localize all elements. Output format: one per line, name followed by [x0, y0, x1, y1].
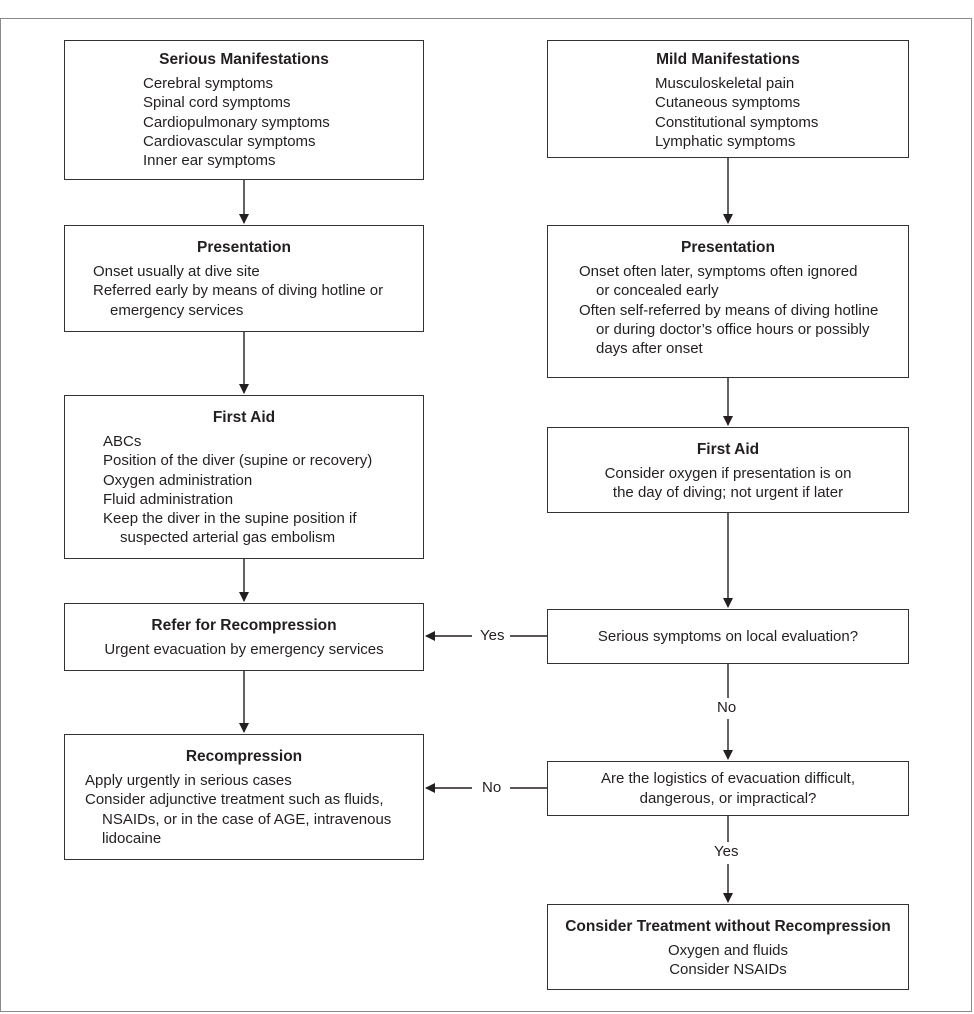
- first-aid-right-box: First Aid Consider oxygen if presentatio…: [547, 427, 909, 513]
- recompression-line: Apply urgently in serious cases: [85, 772, 292, 789]
- treatment-without-recompression-box: Consider Treatment without Recompression…: [547, 904, 909, 990]
- figure-frame: [0, 18, 972, 1012]
- question-serious-symptoms-box: Serious symptoms on local evaluation?: [547, 609, 909, 664]
- presentation-right-line: Onset often later, symptoms often ignore…: [579, 263, 858, 280]
- presentation-left-line: Onset usually at dive site: [93, 263, 260, 280]
- mild-title: Mild Manifestations: [656, 51, 800, 68]
- first-aid-right-title: First Aid: [696, 441, 760, 458]
- serious-item: Spinal cord symptoms: [143, 94, 291, 112]
- recompression-line: lidocaine: [102, 829, 162, 847]
- presentation-right-line: days after onset: [596, 340, 703, 358]
- presentation-right-title: Presentation: [681, 239, 775, 256]
- yes-to-refer-label: Yes: [477, 627, 508, 645]
- first-aid-left-item: Oxygen administration: [103, 471, 253, 489]
- serious-item: Cerebral symptoms: [143, 75, 274, 92]
- presentation-left-line: Referred early by means of diving hotlin…: [93, 282, 384, 300]
- refer-box: Refer for Recompression Urgent evacuatio…: [64, 603, 424, 671]
- mild-item: Cutaneous symptoms: [655, 94, 801, 112]
- presentation-right-box: Presentation Onset often later, symptoms…: [547, 225, 909, 378]
- question-logistics-box: Are the logistics of evacuation difficul…: [547, 761, 909, 816]
- first-aid-left-item: ABCs: [103, 433, 142, 450]
- presentation-right-line: Often self-referred by means of diving h…: [579, 301, 879, 319]
- first-aid-left-item: Fluid administration: [103, 490, 234, 508]
- first-aid-right-line: Consider oxygen if presentation is on: [604, 465, 852, 482]
- first-aid-right-line: the day of diving; not urgent if later: [612, 484, 844, 502]
- presentation-left-line: emergency services: [110, 301, 244, 319]
- recompression-line: Consider adjunctive treatment such as fl…: [85, 791, 384, 809]
- serious-manifestations-box: Serious Manifestations Cerebral symptoms…: [64, 40, 424, 180]
- first-aid-left-item: Keep the diver in the supine position if: [103, 510, 357, 528]
- mild-item: Constitutional symptoms: [655, 113, 819, 131]
- refer-line: Urgent evacuation by emergency services: [104, 641, 384, 658]
- question-logistics-line: dangerous, or impractical?: [639, 789, 817, 807]
- recompression-box: Recompression Apply urgently in serious …: [64, 734, 424, 860]
- serious-item: Inner ear symptoms: [143, 152, 276, 170]
- first-aid-left-item: suspected arterial gas embolism: [120, 529, 336, 547]
- presentation-right-line: or concealed early: [596, 282, 719, 300]
- question-serious-symptoms: Serious symptoms on local evaluation?: [597, 627, 859, 645]
- mild-item: Lymphatic symptoms: [655, 132, 796, 150]
- no-from-question1-label: No: [714, 699, 740, 717]
- refer-title: Refer for Recompression: [151, 617, 337, 634]
- yes-to-treatment-label: Yes: [711, 843, 742, 861]
- no-to-recompression-label: No: [479, 779, 505, 797]
- presentation-left-box: Presentation Onset usually at dive site …: [64, 225, 424, 332]
- serious-item: Cardiopulmonary symptoms: [143, 113, 330, 131]
- mild-item: Musculoskeletal pain: [655, 75, 795, 92]
- presentation-right-line: or during doctor’s office hours or possi…: [596, 320, 870, 338]
- treatment-line: Oxygen and fluids: [667, 942, 789, 959]
- serious-title: Serious Manifestations: [159, 51, 329, 68]
- recompression-title: Recompression: [185, 748, 303, 765]
- treatment-title: Consider Treatment without Recompression: [565, 918, 891, 935]
- presentation-left-title: Presentation: [197, 239, 291, 256]
- mild-manifestations-box: Mild Manifestations Musculoskeletal pain…: [547, 40, 909, 158]
- first-aid-left-box: First Aid ABCs Position of the diver (su…: [64, 395, 424, 559]
- first-aid-left-item: Position of the diver (supine or recover…: [103, 452, 373, 470]
- serious-item: Cardiovascular symptoms: [143, 132, 316, 150]
- treatment-line: Consider NSAIDs: [669, 961, 787, 979]
- question-logistics-line: Are the logistics of evacuation difficul…: [600, 770, 856, 788]
- first-aid-left-title: First Aid: [212, 409, 276, 426]
- recompression-line: NSAIDs, or in the case of AGE, intraveno…: [102, 810, 392, 828]
